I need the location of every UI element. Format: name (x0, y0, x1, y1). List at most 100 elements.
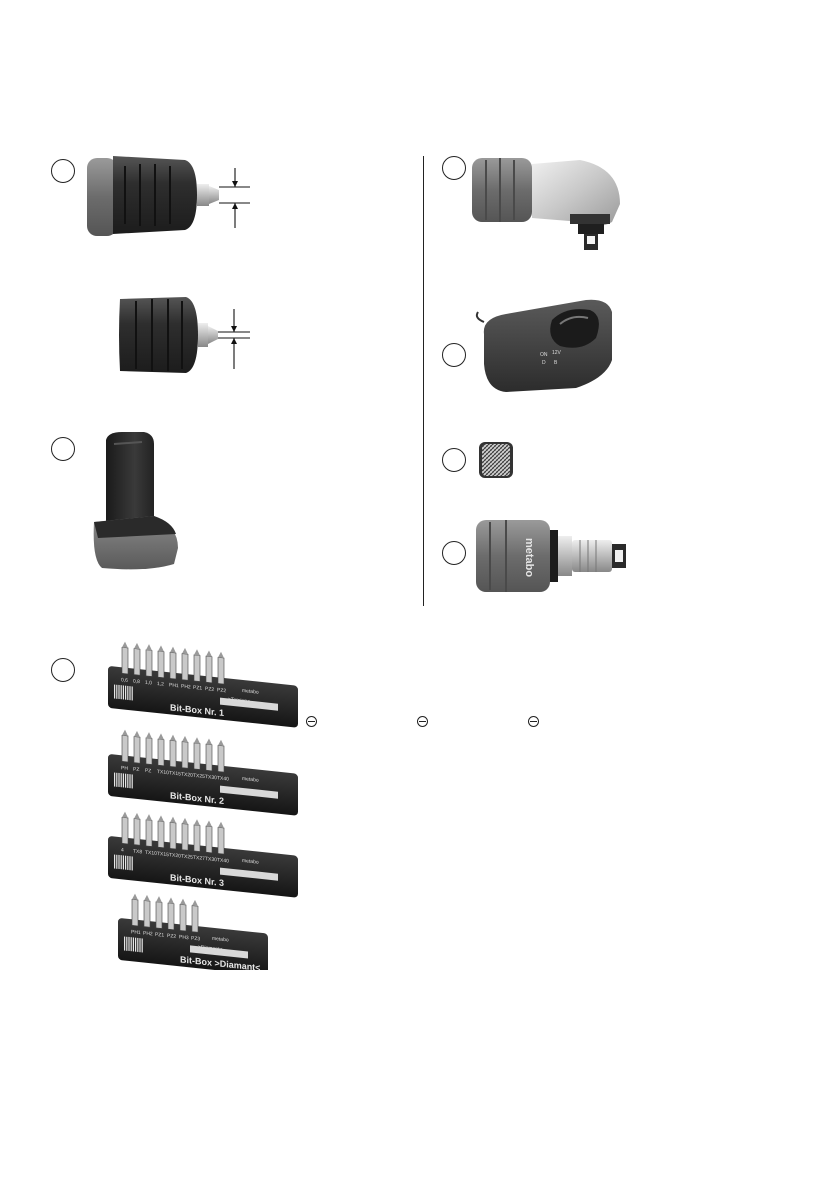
bit-size-label: PH2 (143, 930, 153, 937)
bit-size-label: TX8 (133, 848, 142, 855)
screwdriver-bit (193, 824, 201, 852)
barcode-bar (122, 685, 124, 700)
barcode-bar (125, 773, 127, 788)
screwdriver-bit (179, 904, 187, 932)
screwdriver-bit-tip (206, 650, 212, 657)
circle-symbol-1 (306, 716, 317, 727)
bit-size-label: TX20 (169, 852, 181, 859)
barcode-bar (120, 855, 122, 870)
bit-size-label: PZ2 (167, 933, 176, 940)
screwdriver-bit (121, 816, 129, 845)
barcode-bar (135, 937, 137, 952)
screwdriver-bit-tip (158, 815, 164, 822)
screwdriver-bit-tip (194, 819, 200, 826)
bit-size-label: 1,0 (145, 680, 152, 687)
screwdriver-bit-tip (122, 811, 128, 818)
bit-size-label: PZ2 (205, 686, 214, 693)
bit-size-label: TX15 (157, 851, 169, 858)
barcode-bar (131, 774, 133, 789)
screwdriver-bit (169, 652, 177, 680)
screwdriver-bit-tip (134, 730, 140, 738)
screwdriver-bit-tip (122, 729, 128, 736)
screwdriver-bit (169, 822, 177, 850)
screwdriver-bit-tip (132, 893, 138, 900)
figure-marker-f (442, 448, 466, 472)
bit-size-label: TX27 (193, 855, 205, 862)
screwdriver-bit (121, 646, 129, 675)
bit-size-label: PZ2 (217, 687, 226, 694)
screwdriver-bit-tip (182, 735, 188, 743)
barcode-bar (131, 686, 133, 701)
bit-box-tray (108, 666, 298, 728)
screwdriver-bit (193, 742, 201, 770)
screwdriver-bit (205, 655, 213, 684)
bit-size-label: PZ3 (191, 936, 200, 943)
keyless-chuck-small-illustration (119, 297, 250, 373)
barcode-bar (122, 855, 124, 870)
screwdriver-bit (157, 738, 165, 767)
bit-size-label: TX40 (217, 857, 229, 864)
screwdriver-bit (193, 654, 201, 682)
barcode-bar (114, 854, 116, 869)
barcode-bar (124, 936, 126, 951)
bit-size-label: TX30 (205, 774, 217, 781)
barcode-bar (118, 772, 120, 788)
bit-holder-slot (220, 697, 278, 711)
bit-size-label: PH1 (131, 929, 141, 936)
circle-symbol-2 (417, 716, 428, 727)
barcode-bar (116, 684, 118, 699)
bit-holder-slot (220, 867, 278, 881)
bit-holder-slot (190, 945, 248, 959)
screwdriver-bit-tip (194, 649, 200, 656)
screwdriver-bit (133, 818, 141, 846)
barcode-bar (141, 938, 143, 953)
screwdriver-bit (145, 649, 153, 677)
screwdriver-bit (145, 819, 153, 847)
screwdriver-bit (181, 741, 189, 769)
bit-box-tag: >Torsion< (228, 696, 250, 704)
barcode-bar (118, 684, 120, 700)
barcode-bar (132, 937, 134, 952)
barcode-bar (127, 685, 129, 700)
screwdriver-bit-tip (134, 642, 140, 650)
bit-size-label: 4 (121, 847, 124, 853)
screwdriver-bit (169, 740, 177, 768)
screwdriver-bit (181, 823, 189, 851)
barcode-bar (139, 938, 141, 953)
figure-marker-d (442, 156, 466, 180)
bit-size-label: TX10 (157, 769, 169, 776)
screwdriver-bit-tip (170, 646, 176, 653)
bit-size-label: PH3 (179, 934, 189, 941)
screwdriver-bit-tip (182, 647, 188, 655)
barcode-bar (114, 772, 116, 787)
screwdriver-bit-tip (170, 734, 176, 741)
bit-size-label: PH1 (169, 682, 179, 689)
bit-size-label: TX20 (181, 772, 193, 779)
screwdriver-bit (217, 827, 225, 855)
barcode-bar (127, 855, 129, 870)
bit-size-label: PZ (145, 768, 151, 775)
screwdriver-bit (133, 736, 141, 764)
barcode-bar (137, 937, 139, 952)
bit-box-brand: metabo (212, 936, 229, 944)
barcode-bar (131, 856, 133, 871)
screwdriver-bit (217, 657, 225, 685)
screwdriver-bit-tip (194, 737, 200, 744)
screwdriver-bit-tip (170, 816, 176, 823)
screwdriver-bit-tip (158, 645, 164, 652)
screwdriver-bit-tip (206, 738, 212, 745)
bit-size-label: 0,8 (133, 678, 140, 685)
screwdriver-bit (205, 743, 213, 772)
barcode-bar (118, 854, 120, 870)
barcode-bar (130, 937, 132, 952)
screwdriver-bit-tip (182, 817, 188, 825)
figure-marker-c (51, 437, 75, 461)
svg-text:12V: 12V (552, 350, 562, 356)
adapter-brand-label: metabo (523, 538, 535, 577)
bit-size-label: TX40 (217, 775, 229, 782)
screwdriver-bit (133, 648, 141, 676)
